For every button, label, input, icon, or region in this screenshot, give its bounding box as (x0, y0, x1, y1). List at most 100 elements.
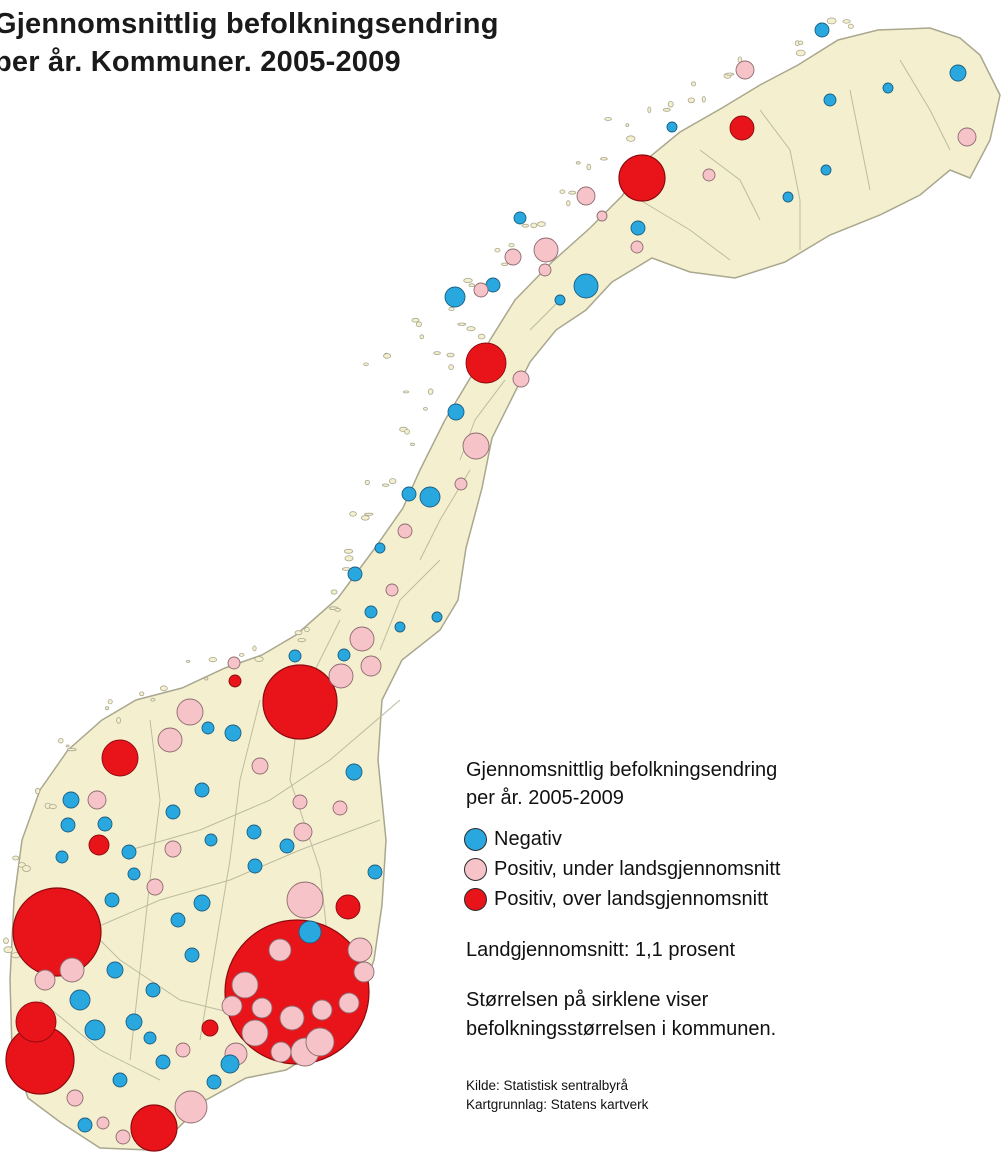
legend-swatch-negative-icon (464, 827, 487, 851)
legend-heading-line-1: Gjennomsnittlig befolkningsendring (466, 759, 778, 781)
circle-positive-below (397, 523, 413, 539)
circle-positive-above (201, 1019, 219, 1037)
island (586, 163, 592, 171)
circle-negative (347, 566, 363, 582)
island (446, 352, 455, 358)
circle-positive-below (630, 240, 644, 254)
island (457, 322, 467, 326)
island (466, 326, 476, 332)
circle-negative (55, 850, 69, 864)
island (795, 49, 806, 57)
circle-negative (401, 486, 417, 502)
circle-negative (419, 486, 441, 508)
island (159, 685, 168, 692)
circle-negative (554, 294, 566, 306)
circle-negative (345, 763, 363, 781)
municipality-border (759, 109, 801, 250)
island (304, 627, 310, 633)
island (410, 442, 415, 446)
island (667, 100, 674, 108)
circle-negative (194, 782, 210, 798)
circle-positive-above (729, 115, 755, 141)
island (116, 717, 121, 724)
island (477, 333, 486, 340)
circle-positive-below (227, 656, 241, 670)
legend-heading: Gjennomsnittlig befolkningsendring per å… (466, 756, 986, 812)
municipality-border (639, 199, 731, 261)
circle-negative (125, 1013, 143, 1031)
circle-positive-below (332, 800, 348, 816)
island (58, 738, 64, 744)
island (343, 548, 354, 554)
circle-positive-below (360, 655, 382, 677)
circle-positive-below (221, 995, 243, 1017)
island (382, 483, 390, 487)
circle-negative (431, 611, 443, 623)
island (530, 222, 538, 229)
island (334, 607, 341, 612)
circle-positive-below (292, 794, 308, 810)
circle-negative (246, 824, 262, 840)
circle-positive-below (338, 992, 360, 1014)
circle-positive-below (293, 822, 313, 842)
circle-negative (823, 93, 837, 107)
circle-negative (444, 286, 466, 308)
island (448, 364, 455, 370)
circle-positive-above (618, 154, 666, 202)
island (508, 243, 515, 248)
municipality-circles (5, 22, 977, 1152)
circle-size-note: Størrelsen på sirklene viser befolknings… (466, 986, 986, 1044)
island (422, 406, 428, 411)
circle-negative (165, 804, 181, 820)
island (364, 512, 374, 516)
circle-negative (513, 211, 527, 225)
municipality-border (699, 149, 761, 221)
circle-negative (573, 273, 599, 299)
circle-positive-above (335, 894, 361, 920)
island (415, 321, 422, 328)
island (150, 698, 156, 702)
circle-negative (298, 920, 322, 944)
circle-positive-above (12, 887, 102, 977)
circle-positive-below (385, 583, 399, 597)
circle-negative (814, 22, 830, 38)
circle-negative (367, 864, 383, 880)
island (647, 106, 652, 113)
circle-positive-below (164, 840, 182, 858)
circle-positive-below (957, 127, 977, 147)
circle-positive-below (66, 1089, 84, 1107)
circle-size-note-line-2: befolkningsstørrelsen i kommunen. (466, 1018, 777, 1040)
island (725, 72, 735, 76)
circle-negative (394, 621, 406, 633)
circle-positive-below (473, 282, 489, 298)
island (66, 747, 77, 752)
island (21, 865, 31, 872)
island (383, 353, 392, 359)
circle-negative (364, 605, 378, 619)
circle-positive-below (176, 698, 204, 726)
circle-negative (121, 844, 137, 860)
circle-negative (104, 892, 120, 908)
legend-item-negative: Negativ (464, 824, 986, 854)
island (3, 946, 14, 954)
island (575, 161, 581, 165)
island (701, 96, 706, 103)
island (294, 630, 303, 636)
circle-positive-below (34, 969, 56, 991)
circle-negative (206, 1074, 222, 1090)
map-legend: Gjennomsnittlig befolkningsendring per å… (464, 756, 986, 1114)
circle-positive-below (347, 937, 373, 963)
circle-negative (112, 1072, 128, 1088)
circle-positive-above (130, 1104, 178, 1152)
circle-negative (666, 121, 678, 133)
circle-negative (127, 867, 141, 881)
municipality-border (849, 89, 871, 191)
circle-positive-above (228, 674, 242, 688)
legend-item-positive-below: Positiv, under landsgjennomsnitt (464, 854, 986, 884)
island (297, 637, 306, 643)
circle-negative (106, 961, 124, 979)
island (536, 221, 546, 227)
island (798, 40, 804, 45)
circle-positive-below (175, 1042, 191, 1058)
municipality-border (129, 699, 401, 851)
